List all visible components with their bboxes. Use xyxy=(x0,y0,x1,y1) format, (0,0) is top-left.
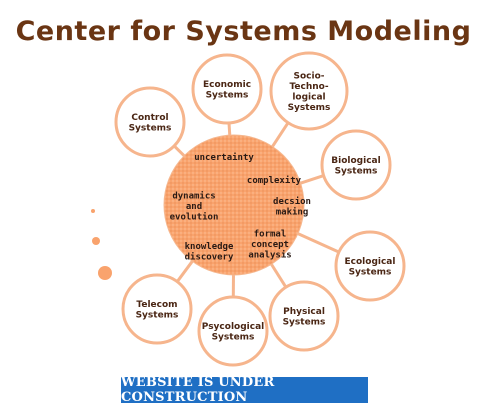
connector-control-systems xyxy=(173,144,187,159)
hub-concept-complexity: complexity xyxy=(247,175,302,186)
node-circle-ecological-systems xyxy=(334,230,406,302)
node-circle-economic-systems xyxy=(191,53,263,125)
node-circle-psycological-systems xyxy=(197,295,269,367)
connector-biological-systems xyxy=(298,174,325,186)
decorative-bubble-2 xyxy=(92,237,100,245)
node-circle-socio-technological-systems xyxy=(269,51,349,131)
central-hub-circle xyxy=(163,134,305,276)
node-circle-control-systems xyxy=(114,86,186,158)
decorative-bubble-1 xyxy=(91,209,95,213)
decorative-bubble-3 xyxy=(98,266,112,280)
under-construction-banner: WEBSITE IS UNDER CONSTRUCTION xyxy=(121,375,368,405)
connector-telecom-systems xyxy=(175,258,195,283)
node-circle-physical-systems xyxy=(268,280,340,352)
page-title: Center for Systems Modeling xyxy=(15,16,472,47)
node-circle-telecom-systems xyxy=(121,273,193,345)
connector-socio-technological-systems xyxy=(270,121,290,150)
node-circle-biological-systems xyxy=(320,129,392,201)
connector-physical-systems xyxy=(269,261,288,289)
hub-concept-uncertainty: uncertainty xyxy=(194,152,254,163)
connector-ecological-systems xyxy=(295,231,340,254)
